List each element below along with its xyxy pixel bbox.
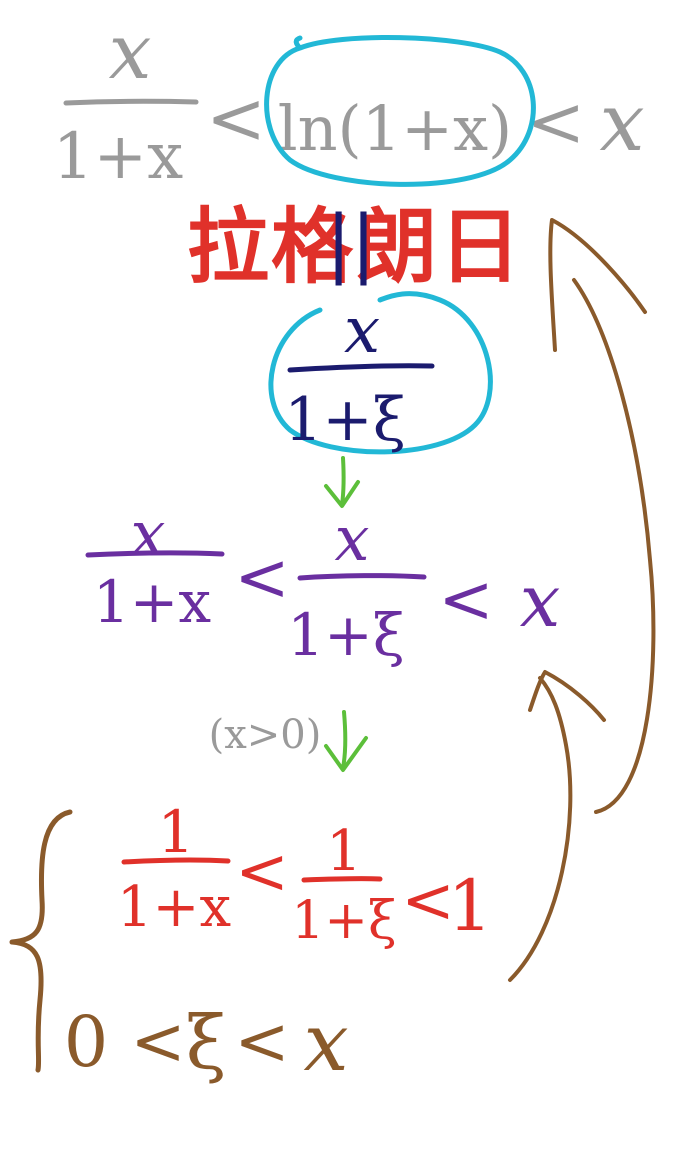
bounds-right-x: x	[520, 559, 561, 643]
down-arrow-icon	[324, 710, 368, 772]
sys1-middle-numerator: 1	[326, 819, 362, 884]
mvt-fraction-bar	[287, 363, 435, 373]
heading-separator: ||	[326, 200, 376, 286]
sys1-less-than-1: <	[235, 835, 289, 909]
heading-text: 拉格朗日	[187, 200, 523, 295]
mvt-denominator: 1+ξ	[284, 385, 406, 455]
top-left-numerator: x	[109, 7, 152, 96]
down-arrow-icon	[324, 456, 360, 508]
sys1-left-denominator: 1+x	[117, 875, 231, 940]
sys2-right-x: x	[303, 996, 348, 1089]
sys1-middle-bar	[301, 876, 383, 883]
bounds-middle-denominator: 1+ξ	[287, 601, 404, 669]
top-right-x: x	[599, 76, 644, 169]
bounds-inequality: x 1+x < x 1+ξ < x	[85, 497, 561, 669]
sys1-less-than-2: <	[401, 864, 455, 938]
ellipse-highlight-icon	[264, 35, 536, 187]
mean-value-term: x 1+ξ	[268, 291, 493, 455]
system-line-1: 1 1+x < 1 1+ξ < 1	[117, 798, 492, 951]
top-fraction-bar	[63, 98, 199, 106]
sys1-left-numerator: 1	[158, 798, 195, 866]
left-brace-icon	[9, 809, 73, 1073]
curved-arrow-icon	[548, 218, 656, 814]
bounds-middle-bar	[297, 573, 427, 581]
curved-arrow-icon	[508, 670, 606, 982]
sys1-right-one: 1	[448, 865, 493, 947]
sys1-middle-denominator: 1+ξ	[291, 891, 396, 951]
top-less-than-2: <	[527, 81, 586, 163]
top-less-than-1: <	[206, 76, 266, 160]
bounds-middle-numerator: x	[335, 502, 370, 575]
heading: 拉格朗日 ||	[187, 200, 523, 295]
sys2-middle-xi: ξ	[186, 1000, 227, 1086]
sys1-left-bar	[121, 857, 231, 865]
bounds-left-denominator: 1+x	[93, 568, 211, 636]
bounds-left-bar	[85, 550, 225, 558]
top-inequality: x 1+x < ln(1+x) < x	[53, 7, 645, 194]
top-left-denominator: 1+x	[53, 120, 183, 194]
bounds-less-than-1: <	[234, 539, 289, 616]
bounds-left-numerator: x	[131, 497, 166, 570]
top-middle-ln: ln(1+x)	[278, 92, 513, 165]
system-line-2: 0 < ξ < x	[64, 996, 349, 1089]
bounds-less-than-2: <	[438, 561, 493, 638]
mvt-numerator: x	[344, 294, 380, 368]
condition-label: (x>0)	[209, 712, 322, 758]
sys2-left-zero: 0	[64, 1001, 109, 1083]
ellipse-highlight-icon	[268, 291, 493, 455]
sys2-less-than-1: <	[130, 1003, 185, 1080]
sys2-less-than-2: <	[234, 1003, 289, 1080]
